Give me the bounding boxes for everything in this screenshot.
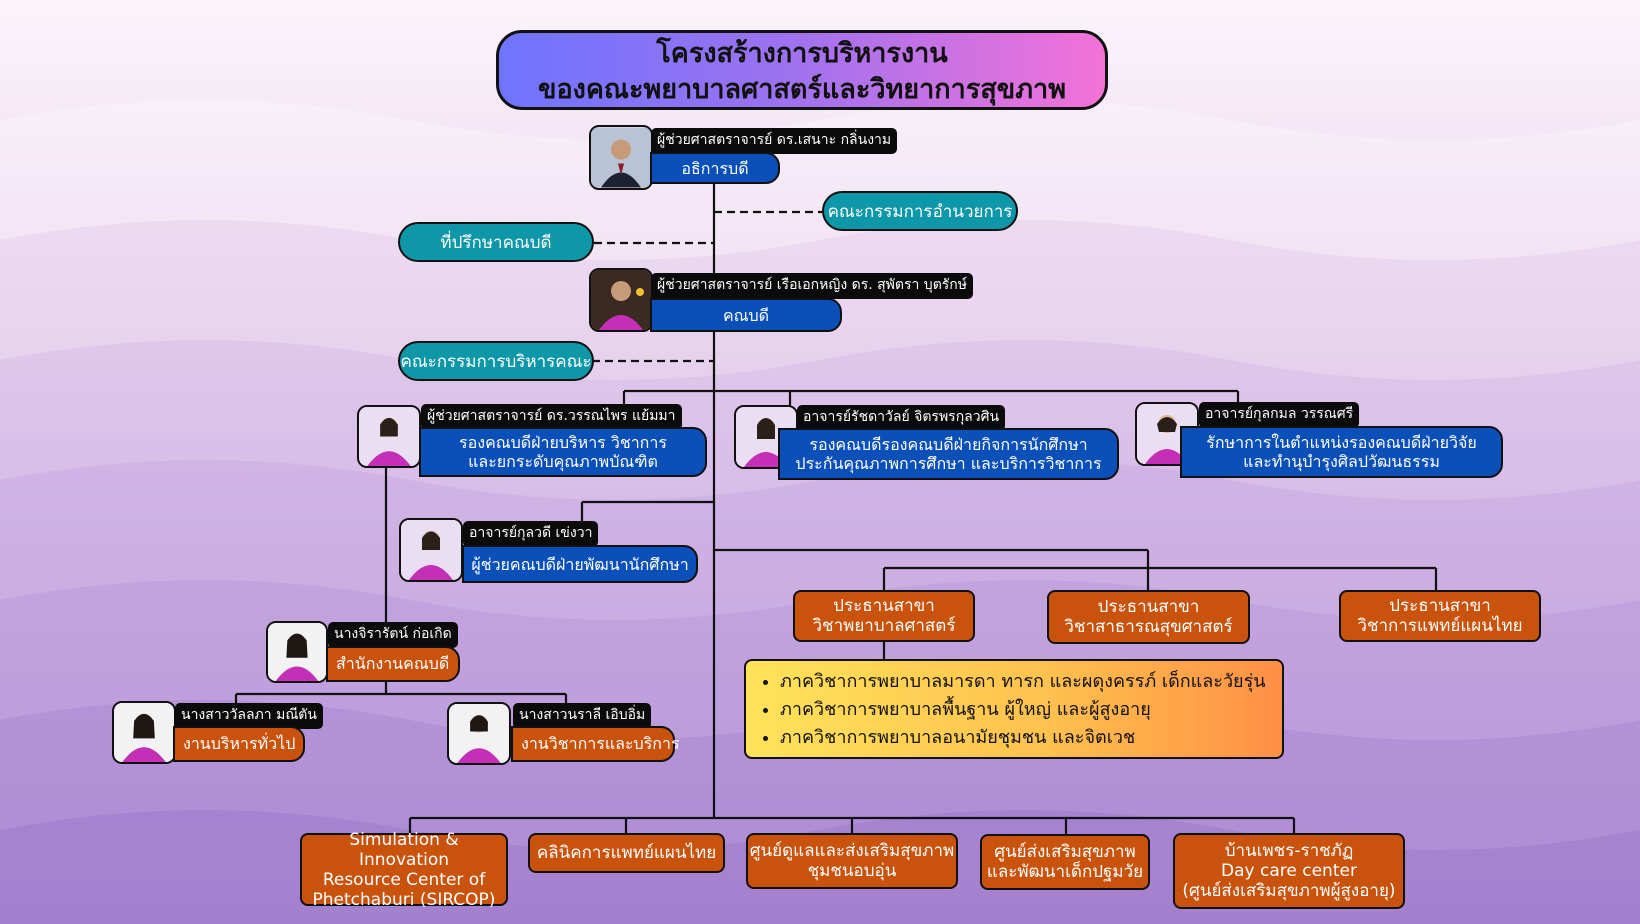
office-head-photo xyxy=(266,621,328,683)
center-thai-medicine-clinic: คลินิคการแพทย์แผนไทย xyxy=(528,833,725,873)
department-item: ภาควิชาการพยาบาลมารดา ทารก และผดุงครรภ์ … xyxy=(780,668,1272,696)
faculty-exec-committee-box: คณะกรรมการบริหารคณะ xyxy=(398,341,594,381)
center-sircop-line-1: Simulation & Innovation xyxy=(349,829,459,870)
assistant-dean-photo xyxy=(399,518,463,582)
center-day-care: บ้านเพชร-ราชภัฏ Day care center (ศูนย์ส่… xyxy=(1173,833,1405,909)
advisor-label: ที่ปรึกษาคณบดี xyxy=(440,232,552,253)
vice-dean-3-role-box: รักษาการในตำแหน่งรองคณบดีฝ่ายวิจัย และทำ… xyxy=(1180,426,1503,478)
center-community-health-line-1: ศูนย์ดูแลและส่งเสริมสุขภาพ xyxy=(749,841,955,861)
vice-dean-2-role-line-2: ประกันคุณภาพการศึกษา และบริการวิชาการ xyxy=(795,454,1102,473)
vice-dean-2-role-box: รองคณบดีรองคณบดีฝ่ายกิจการนักศึกษา ประกั… xyxy=(778,428,1119,480)
governance-committee-label: คณะกรรมการอำนวยการ xyxy=(827,201,1013,222)
president-photo xyxy=(589,125,653,190)
vice-dean-1-name: ผู้ช่วยศาสตราจารย์ ดร.วรรณไพร แย้มมา xyxy=(421,404,682,430)
center-early-childhood-line-2: และพัฒนาเด็กปฐมวัย xyxy=(986,862,1144,882)
vice-dean-3-role-line-1: รักษาการในตำแหน่งรองคณบดีฝ่ายวิจัย xyxy=(1206,433,1477,452)
governance-committee-box: คณะกรรมการอำนวยการ xyxy=(822,191,1018,231)
dean-role: คณบดี xyxy=(722,305,770,325)
president-role-box: อธิการบดี xyxy=(650,152,780,184)
staff-1-role: งานบริหารทั่วไป xyxy=(183,733,296,753)
office-role-box: สำนักงานคณบดี xyxy=(326,646,460,682)
vice-dean-1-role-line-2: และยกระดับคุณภาพบัณฑิต xyxy=(468,452,658,471)
office-role: สำนักงานคณบดี xyxy=(336,653,450,673)
center-sircop-line-2: Resource Center of xyxy=(322,869,486,890)
center-sircop: Simulation & Innovation Resource Center … xyxy=(300,829,508,910)
center-community-health: ศูนย์ดูแลและส่งเสริมสุขภาพ ชุมชนอบอุ่น xyxy=(746,833,958,889)
assistant-dean-name: อาจารย์กุลวดี เข่งวา xyxy=(463,521,599,547)
staff-2-photo xyxy=(447,702,511,765)
vice-dean-2-role-line-1: รองคณบดีรองคณบดีฝ่ายกิจการนักศึกษา xyxy=(809,435,1088,454)
president-name: ผู้ช่วยศาสตราจารย์ ดร.เสนาะ กลิ่นงาม xyxy=(651,128,898,154)
center-day-care-line-3: (ศูนย์ส่งเสริมสุขภาพผู้สูงอายุ) xyxy=(1182,881,1396,901)
staff-1-name: นางสาววัลลภา มณีตัน xyxy=(175,703,323,729)
staff-1-role-box: งานบริหารทั่วไป xyxy=(173,726,305,762)
title-line-1: โครงสร้างการบริหารงาน xyxy=(656,38,948,69)
dean-name: ผู้ช่วยศาสตราจารย์ เรือเอกหญิง ดร. สุพัต… xyxy=(651,273,974,299)
title-line-2: ของคณะพยาบาลศาสตร์และวิทยาการสุขภาพ xyxy=(537,74,1066,105)
center-sircop-line-3: Phetchaburi (SIRCOP) xyxy=(312,889,496,910)
faculty-exec-committee-label: คณะกรรมการบริหารคณะ xyxy=(400,351,592,372)
staff-2-role-box: งานวิชาการและบริการ xyxy=(511,726,680,762)
assistant-dean-role: ผู้ช่วยคณบดีฝ่ายพัฒนานักศึกษา xyxy=(471,554,689,574)
program-chair-public-health-line-2: วิชาสาธารณสุขศาสตร์ xyxy=(1064,617,1233,637)
program-chair-thai-medicine-line-2: วิชาการแพทย์แผนไทย xyxy=(1357,616,1523,636)
vice-dean-1-role-line-1: รองคณบดีฝ่ายบริหาร วิชาการ xyxy=(459,433,667,452)
staff-2-name: นางสาวนราลี เอิบอิ่ม xyxy=(513,703,652,729)
program-chair-public-health-line-1: ประธานสาขา xyxy=(1097,597,1200,617)
page-title: โครงสร้างการบริหารงาน ของคณะพยาบาลศาสตร์… xyxy=(496,30,1108,110)
dean-role-box: คณบดี xyxy=(650,298,842,332)
vice-dean-1-photo xyxy=(357,405,421,468)
center-thai-medicine-clinic-line-1: คลินิคการแพทย์แผนไทย xyxy=(536,843,717,863)
program-chair-thai-medicine: ประธานสาขา วิชาการแพทย์แผนไทย xyxy=(1339,590,1541,642)
nursing-departments-list: ภาควิชาการพยาบาลมารดา ทารก และผดุงครรภ์ … xyxy=(744,659,1284,759)
center-day-care-line-2: Day care center xyxy=(1221,861,1357,881)
vice-dean-1-role-box: รองคณบดีฝ่ายบริหาร วิชาการ และยกระดับคุณ… xyxy=(419,427,707,477)
program-chair-thai-medicine-line-1: ประธานสาขา xyxy=(1389,596,1491,616)
center-community-health-line-2: ชุมชนอบอุ่น xyxy=(807,861,897,881)
program-chair-public-health: ประธานสาขา วิชาสาธารณสุขศาสตร์ xyxy=(1047,590,1250,644)
center-early-childhood-line-1: ศูนย์ส่งเสริมสุขภาพ xyxy=(994,842,1136,862)
center-day-care-line-1: บ้านเพชร-ราชภัฏ xyxy=(1224,841,1354,861)
assistant-dean-role-box: ผู้ช่วยคณบดีฝ่ายพัฒนานักศึกษา xyxy=(462,545,698,583)
vice-dean-3-name: อาจารย์กุลกมล วรรณศรี xyxy=(1199,402,1360,428)
staff-2-role: งานวิชาการและบริการ xyxy=(521,733,680,753)
vice-dean-2-name: อาจารย์รัชดาวัลย์ จิตรพรกุลวศิน xyxy=(797,405,1006,431)
vice-dean-3-role-line-2: และทำนุบำรุงศิลปวัฒนธรรม xyxy=(1243,452,1440,471)
dean-photo xyxy=(589,268,653,332)
department-item: ภาควิชาการพยาบาลอนามัยชุมชน และจิตเวช xyxy=(780,724,1272,752)
president-role: อธิการบดี xyxy=(681,158,749,178)
office-head-name: นางจิรารัตน์ ก่อเกิด xyxy=(328,622,458,648)
staff-1-photo xyxy=(112,701,176,764)
department-item: ภาควิชาการพยาบาลพื้นฐาน ผู้ใหญ่ และผู้สู… xyxy=(780,696,1272,724)
program-chair-nursing-line-1: ประธานสาขา xyxy=(833,596,935,616)
program-chair-nursing: ประธานสาขา วิชาพยาบาลศาสตร์ xyxy=(793,590,975,642)
program-chair-nursing-line-2: วิชาพยาบาลศาสตร์ xyxy=(812,616,956,636)
center-early-childhood: ศูนย์ส่งเสริมสุขภาพ และพัฒนาเด็กปฐมวัย xyxy=(980,834,1150,890)
advisor-box: ที่ปรึกษาคณบดี xyxy=(398,222,594,262)
